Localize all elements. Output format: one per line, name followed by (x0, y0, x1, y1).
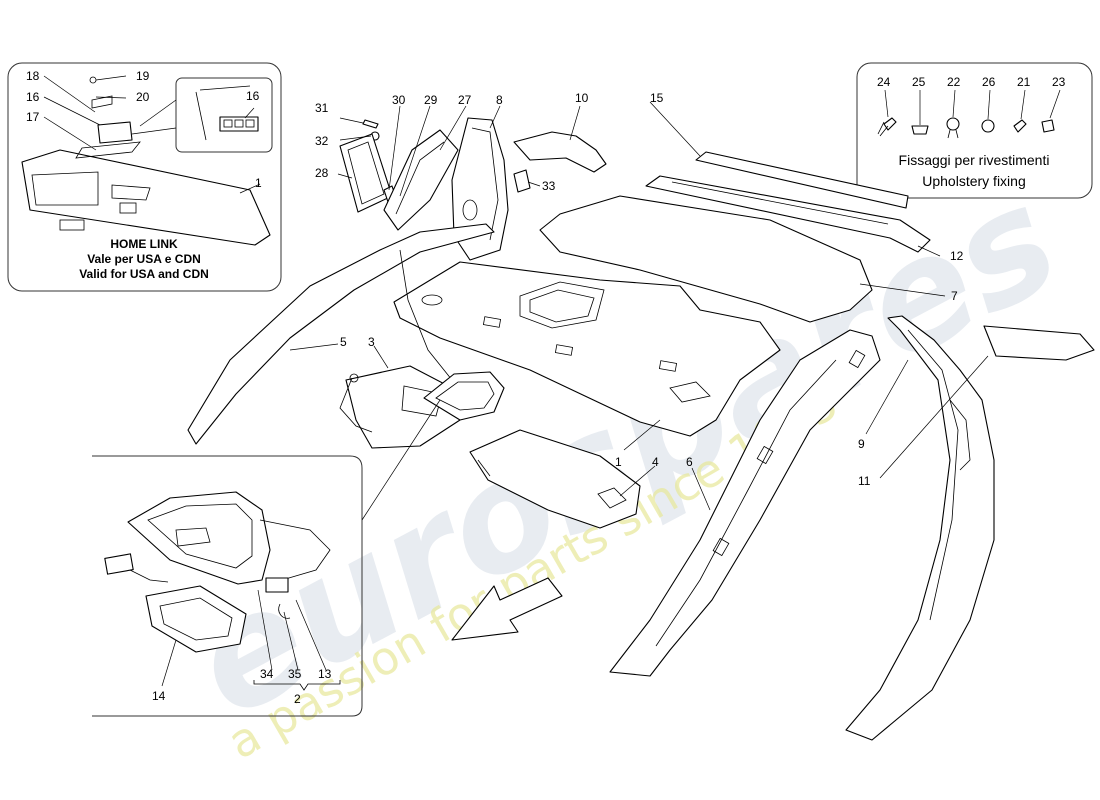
label-24: 24 (877, 75, 891, 89)
label-30: 30 (392, 93, 406, 107)
label-21: 21 (1017, 75, 1031, 89)
pillar-trim-group: 31 32 28 30 29 27 8 10 33 (315, 91, 607, 261)
label-11: 11 (858, 474, 871, 488)
label-31: 31 (315, 101, 329, 115)
label-22: 22 (947, 75, 961, 89)
label-16: 16 (26, 90, 40, 104)
label-1-inset: 1 (255, 176, 262, 190)
label-3: 3 (368, 335, 375, 349)
label-32: 32 (315, 134, 329, 148)
label-9: 9 (858, 437, 865, 451)
upholstery-fixing-inset: 24 25 22 26 21 23 Fissaggi per rivestime… (856, 62, 1093, 199)
label-25: 25 (912, 75, 926, 89)
label-29: 29 (424, 93, 438, 107)
front-direction-arrow (451, 577, 563, 641)
label-7: 7 (951, 289, 958, 303)
label-5: 5 (340, 335, 347, 349)
label-15: 15 (650, 91, 664, 105)
upholstery-line1: Fissaggi per rivestimenti (899, 152, 1050, 168)
label-18: 18 (26, 69, 40, 83)
a-pillar-trim-5: 5 (187, 223, 495, 445)
b-pillar-trim-6: 6 (609, 329, 881, 677)
label-34: 34 (260, 667, 274, 681)
label-28: 28 (315, 166, 329, 180)
label-16-zoom: 16 (246, 89, 260, 103)
label-35: 35 (288, 667, 302, 681)
label-23: 23 (1052, 75, 1066, 89)
label-13: 13 (318, 667, 332, 681)
roof-group: 15 12 7 1 (393, 91, 964, 469)
home-link-title: HOME LINK (110, 237, 178, 251)
label-1: 1 (615, 455, 622, 469)
label-10: 10 (575, 91, 589, 105)
sun-visors: 3 4 (339, 335, 659, 529)
label-26: 26 (982, 75, 996, 89)
label-4: 4 (652, 455, 659, 469)
label-19: 19 (136, 69, 150, 83)
label-2: 2 (294, 692, 301, 706)
label-33: 33 (542, 179, 556, 193)
overhead-light-detail: 14 34 35 13 2 (92, 399, 441, 717)
arrow-icon (451, 577, 563, 641)
c-pillar-trim: 9 11 (845, 315, 1095, 741)
upholstery-line2: Upholstery fixing (922, 173, 1026, 189)
label-14: 14 (152, 689, 166, 703)
home-link-line1: Vale per USA e CDN (87, 252, 201, 266)
label-8: 8 (496, 93, 503, 107)
label-6: 6 (686, 455, 693, 469)
home-link-line2: Valid for USA and CDN (79, 267, 209, 281)
label-20: 20 (136, 90, 150, 104)
label-27: 27 (458, 93, 472, 107)
label-12: 12 (950, 249, 964, 263)
label-17: 17 (26, 110, 40, 124)
home-link-inset: 18 19 20 16 16 17 1 HOME LINK Vale per U… (7, 62, 282, 292)
